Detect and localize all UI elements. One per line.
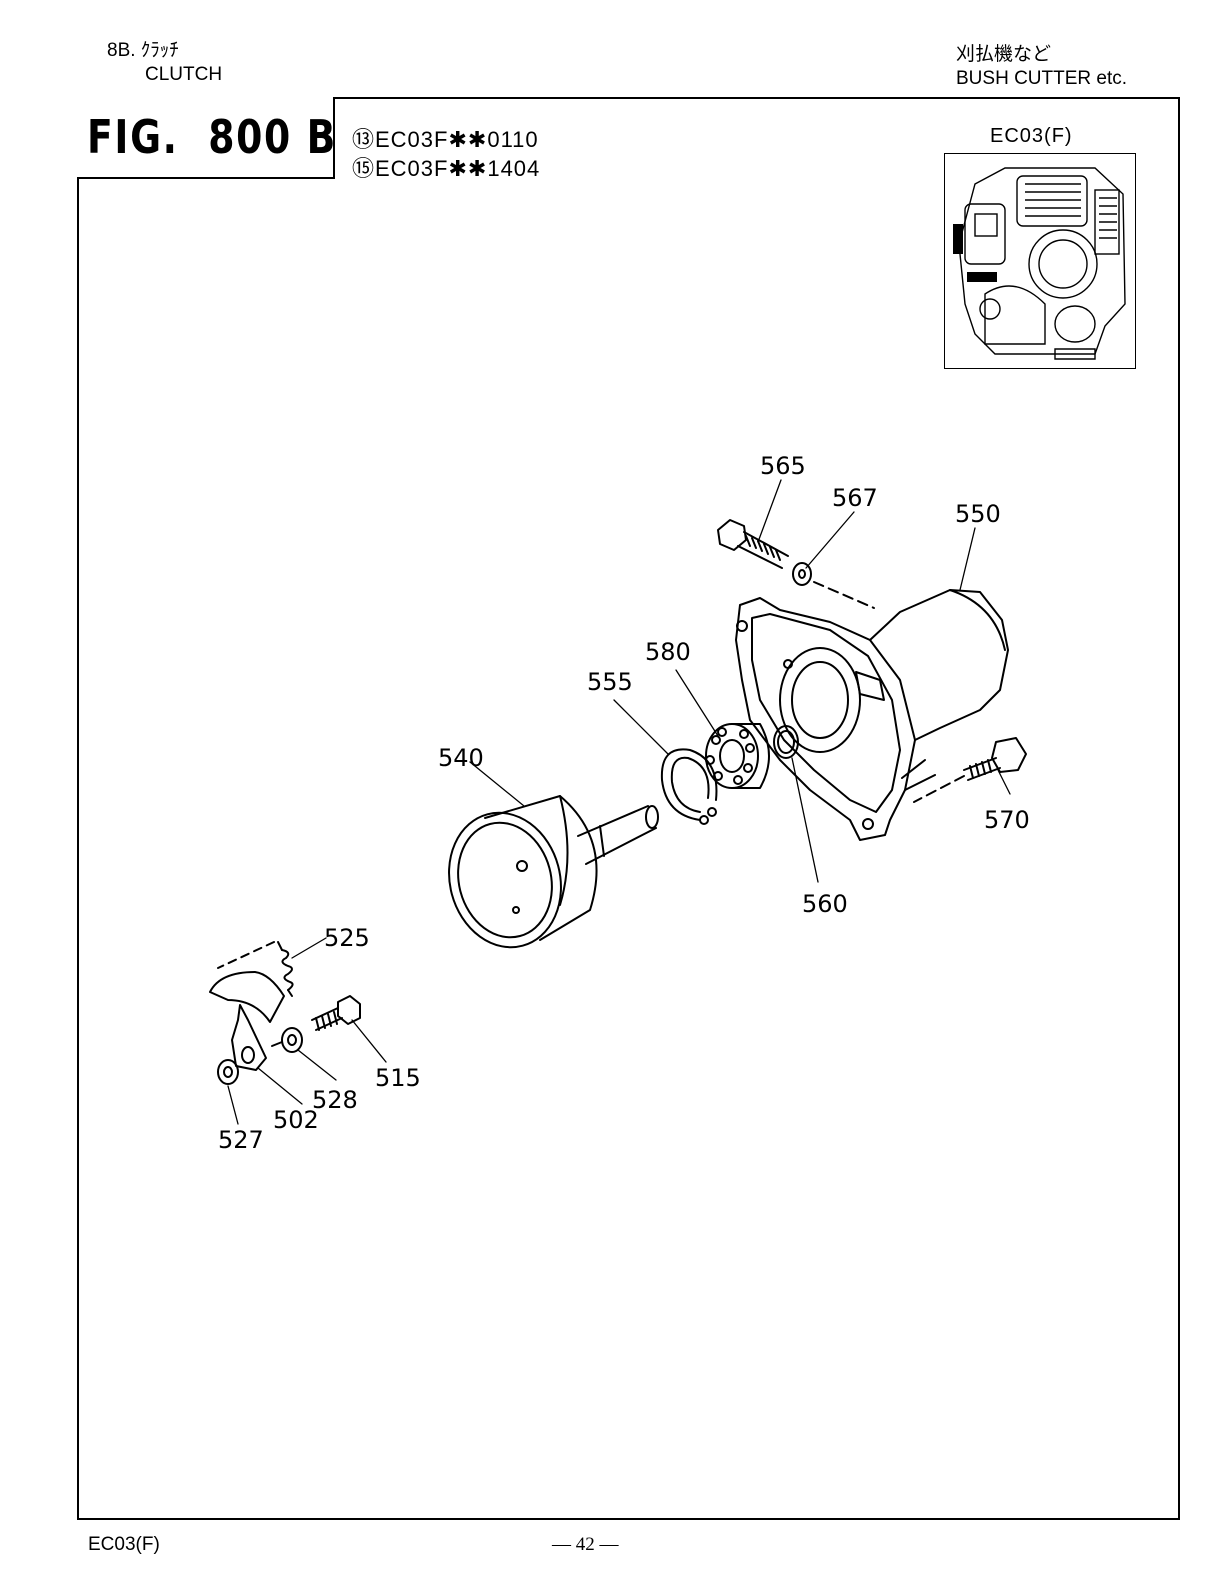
callout-525: 525 bbox=[324, 924, 370, 952]
clutch-shoe-502 bbox=[210, 942, 284, 1070]
callout-580: 580 bbox=[645, 638, 691, 666]
callout-550: 550 bbox=[955, 500, 1001, 528]
washer-528 bbox=[282, 1028, 302, 1052]
clutch-housing-550 bbox=[736, 590, 1008, 840]
callout-567: 567 bbox=[832, 484, 878, 512]
footer-model: EC03(F) bbox=[88, 1534, 160, 1556]
spring-525 bbox=[278, 942, 293, 996]
callout-540: 540 bbox=[438, 744, 484, 772]
washer-527 bbox=[218, 1060, 238, 1084]
callout-502: 502 bbox=[273, 1106, 319, 1134]
assembly-line-567 bbox=[814, 582, 874, 608]
callout-528: 528 bbox=[312, 1086, 358, 1114]
page-number: — 42 — bbox=[552, 1534, 619, 1556]
callout-570: 570 bbox=[984, 806, 1030, 834]
bolt-565 bbox=[718, 520, 788, 568]
callout-555: 555 bbox=[587, 668, 633, 696]
callout-527: 527 bbox=[218, 1126, 264, 1154]
callout-515: 515 bbox=[375, 1064, 421, 1092]
callout-560: 560 bbox=[802, 890, 848, 918]
leader-lines bbox=[228, 480, 1010, 1124]
snap-ring-555 bbox=[662, 749, 717, 824]
clutch-drum-540 bbox=[434, 796, 658, 960]
callout-565: 565 bbox=[760, 452, 806, 480]
bolt-515 bbox=[312, 996, 360, 1030]
